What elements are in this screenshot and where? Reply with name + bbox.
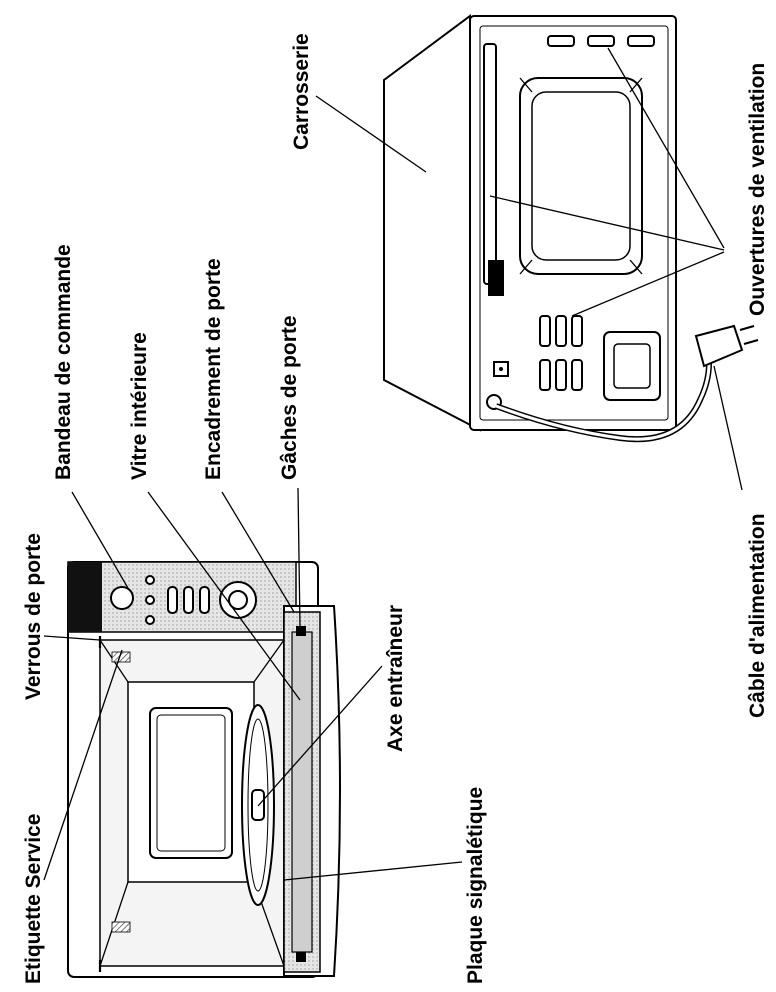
control-knob-small	[110, 586, 134, 610]
door-catch-top	[296, 626, 306, 636]
microwave-front-view	[67, 561, 341, 978]
label-encadrement-de-porte: Encadrement de porte	[202, 258, 225, 480]
control-panel-dark-end	[68, 562, 102, 632]
control-dot-1	[145, 575, 155, 585]
control-dot-3	[145, 615, 155, 625]
drive-axle	[251, 789, 265, 821]
door-catch-bottom	[296, 952, 306, 962]
cavity-vent-right	[111, 921, 131, 933]
label-etiquette-service: Etiquette Service	[22, 814, 45, 984]
control-knob-large-center	[228, 590, 248, 610]
control-button-2	[183, 586, 194, 614]
power-plug	[694, 324, 744, 368]
label-vitre-interieure: Vitre intérieure	[128, 332, 151, 480]
rear-vent-grid	[539, 315, 583, 391]
control-panel	[67, 561, 297, 633]
label-cable-alimentation: Câble d'alimentation	[746, 513, 769, 718]
door-inner-glass	[291, 631, 313, 953]
labels: Etiquette Service Verrous de porte Bande…	[22, 33, 769, 984]
label-gaches-de-porte: Gâches de porte	[278, 315, 301, 480]
control-button-3	[199, 586, 210, 614]
rear-vent-1	[547, 35, 575, 47]
control-button-1	[167, 586, 178, 614]
label-carrosserie: Carrosserie	[290, 33, 313, 150]
label-axe-entraineur: Axe entraîneur	[384, 605, 407, 752]
label-plaque-signaletique: Plaque signalétique	[464, 787, 487, 984]
side-panel	[383, 14, 482, 432]
rear-vent-2	[587, 35, 615, 47]
label-bandeau-de-commande: Bandeau de commande	[52, 244, 75, 480]
control-dot-2	[145, 595, 155, 605]
label-ouvertures-de-ventilation: Ouvertures de ventilation	[746, 63, 769, 316]
rear-rail	[483, 43, 497, 285]
label-verrous-de-porte: Verrous de porte	[22, 533, 45, 700]
rear-vent-3	[627, 35, 655, 47]
leader-lines	[43, 47, 743, 881]
microwave-rear-view	[383, 14, 759, 443]
inner-window	[149, 707, 233, 859]
